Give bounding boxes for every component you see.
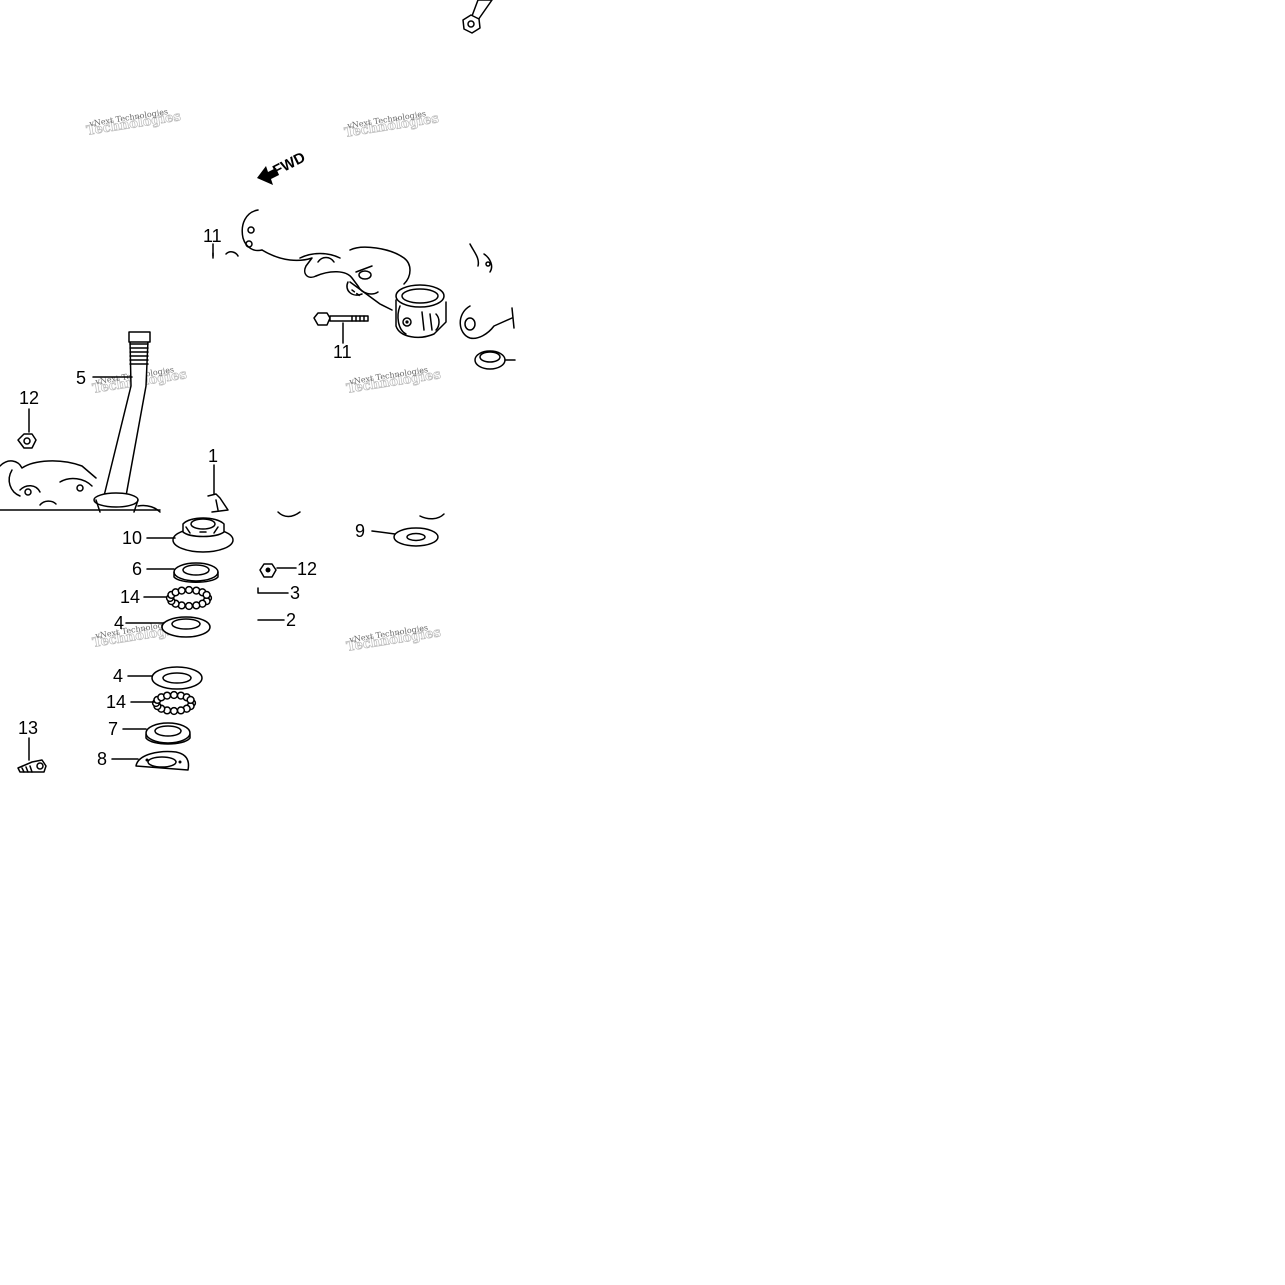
bearing-race <box>173 562 219 583</box>
callout-label: 12 <box>19 388 39 408</box>
callout-label: 1 <box>208 446 218 466</box>
top-bridge <box>241 209 493 339</box>
steel-ball <box>177 586 186 595</box>
nut <box>259 563 277 578</box>
steel-ball <box>176 706 186 715</box>
callout-label: 10 <box>122 528 142 548</box>
leader-marks <box>257 587 289 621</box>
callout-label: 14 <box>120 587 140 607</box>
adjusting-nut <box>172 517 234 553</box>
watermark: Technologies vNext Technologies <box>343 109 440 141</box>
steel-ball <box>192 601 201 610</box>
steel-ball <box>169 706 179 716</box>
steel-balls <box>151 690 197 716</box>
steel-ball <box>184 585 194 595</box>
bolt <box>212 251 239 259</box>
fragment <box>277 511 445 520</box>
callout-label: 13 <box>18 718 38 738</box>
fwd-arrow-icon: FWD <box>257 149 308 185</box>
leader-lines <box>28 243 396 761</box>
nut <box>17 433 37 449</box>
callout-label: 11 <box>203 226 222 246</box>
callout-label: 11 <box>333 342 352 362</box>
cable-guide <box>459 305 515 340</box>
callout-label: 5 <box>76 368 86 388</box>
steel-ball <box>186 695 195 705</box>
bearing-race <box>151 666 203 690</box>
lower-bridge <box>0 460 161 513</box>
dust-seal <box>135 750 190 771</box>
steel-ball <box>184 601 194 611</box>
watermark: Technologies vNext Technologies <box>345 623 442 655</box>
bolt <box>313 312 369 326</box>
callout-labels: 11 11 5 12 1 10 9 6 12 14 3 4 2 4 14 7 1… <box>18 226 365 769</box>
bolt <box>17 759 47 773</box>
callout-label: 4 <box>113 666 123 686</box>
callout-label: 6 <box>132 559 142 579</box>
top-bolt <box>462 0 493 34</box>
seal-ring <box>474 350 516 370</box>
steel-balls <box>165 585 213 611</box>
callout-label: 4 <box>114 613 124 633</box>
steering-stem <box>103 331 151 497</box>
callout-label: 12 <box>297 559 317 579</box>
callout-label: 9 <box>355 521 365 541</box>
washer <box>393 527 439 547</box>
svg-text:FWD: FWD <box>270 149 308 180</box>
callout-label: 7 <box>108 719 118 739</box>
cable-clip <box>207 493 229 513</box>
watermark: Technologies vNext Technologies <box>345 365 442 397</box>
callout-label: 8 <box>97 749 107 769</box>
watermark: Technologies vNext Technologies <box>85 107 182 139</box>
callout-label: 2 <box>286 610 296 630</box>
callout-label: 3 <box>290 583 300 603</box>
bearing-race <box>145 722 191 745</box>
steel-ball <box>202 590 211 600</box>
callout-label: 14 <box>106 692 126 712</box>
steel-ball <box>169 690 179 700</box>
steel-ball <box>162 691 172 700</box>
bearing-race <box>161 616 211 638</box>
